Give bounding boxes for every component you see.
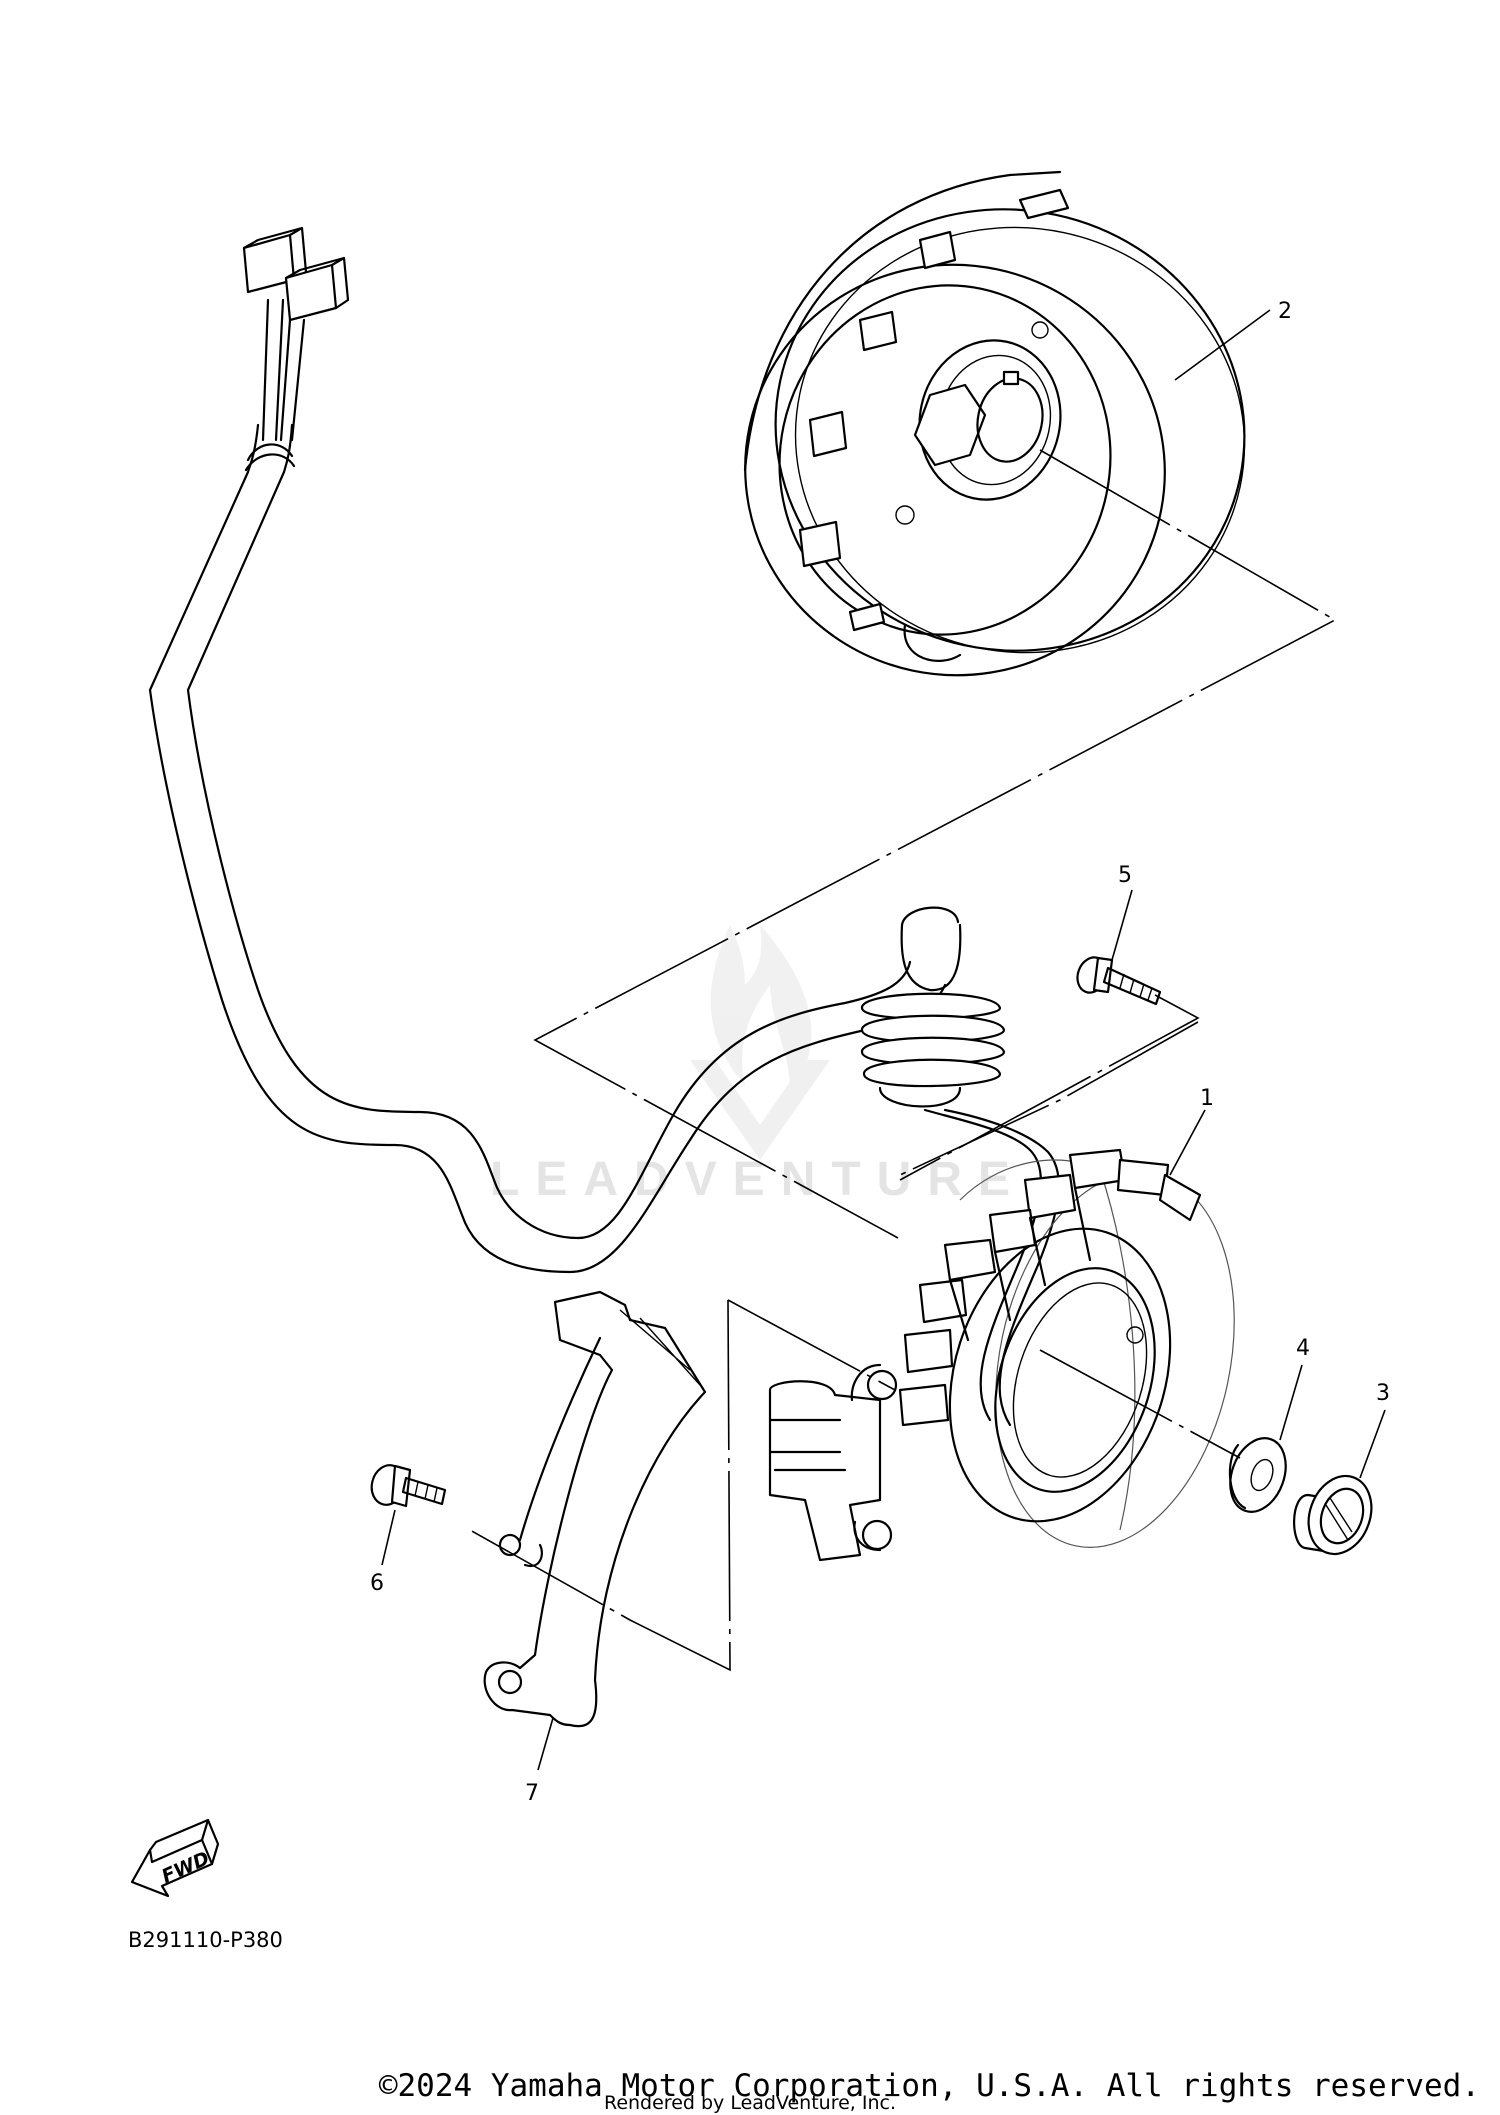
watermark-brand: LEADVENTURE: [490, 1153, 1027, 1206]
copyright-text: ©2024 Yamaha Motor Corporation, U.S.A. A…: [378, 2068, 1480, 2104]
washer: [1228, 1437, 1287, 1513]
callout-3: 3: [1376, 1381, 1390, 1406]
stator-assembly: [768, 1148, 1235, 1562]
copyright-notice: ©2024 Yamaha Motor Corporation, U.S.A. A…: [0, 2068, 1500, 2104]
flywheel-nut: [1293, 1474, 1373, 1556]
callout-4: 4: [1296, 1336, 1310, 1361]
callout-labels: 1 2 3 4 5 6 7: [370, 299, 1390, 1806]
assembly-lines: [469, 449, 1337, 1672]
lead-cover-plate: [483, 1290, 707, 1728]
callout-5: 5: [1118, 863, 1132, 888]
callout-7: 7: [525, 1781, 539, 1806]
flywheel-rotor: [743, 170, 1246, 677]
fwd-arrow-icon: FWD: [130, 1818, 220, 1898]
callout-1: 1: [1200, 1086, 1214, 1111]
watermark-logo: [690, 925, 830, 1160]
stator-bolt: [1076, 956, 1162, 1006]
diagram-part-code: B291110-P380: [128, 1928, 283, 1952]
rendered-by-note: Rendered by LeadVenture, Inc.: [603, 2092, 897, 2114]
leader-lines: [381, 309, 1386, 1771]
callout-2: 2: [1278, 299, 1292, 324]
wire-harness: [148, 226, 1060, 1427]
cover-bolt: [370, 1464, 447, 1508]
callout-6: 6: [370, 1571, 384, 1596]
